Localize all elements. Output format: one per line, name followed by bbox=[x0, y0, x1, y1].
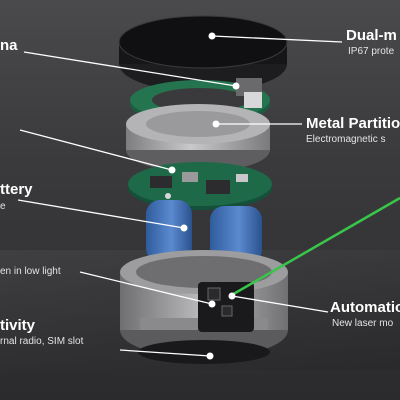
laser-module bbox=[198, 282, 254, 332]
battery-subtitle: e bbox=[0, 201, 6, 212]
laser-beam-icon bbox=[229, 196, 400, 298]
automation-title: Automatio bbox=[330, 299, 400, 316]
callout-dots bbox=[168, 32, 240, 360]
connectivity-title: tivity bbox=[0, 317, 36, 334]
callout-dot-icon bbox=[168, 166, 176, 174]
callout-dot-icon bbox=[180, 224, 188, 232]
battery-title: ttery bbox=[0, 181, 33, 198]
callout-dot-icon bbox=[208, 300, 216, 308]
callout-dot-icon bbox=[228, 292, 236, 300]
callout-dot-icon bbox=[206, 352, 214, 360]
battery-pack bbox=[146, 200, 262, 264]
callout-leader-lines bbox=[17, 35, 343, 357]
callout-dot-icon bbox=[232, 82, 240, 90]
callout-dot-icon bbox=[212, 120, 220, 128]
metal-partition-subtitle: Electromagnetic s bbox=[306, 134, 386, 145]
low-light-subtitle: en in low light bbox=[0, 266, 61, 277]
connectivity-subtitle: rnal radio, SIM slot bbox=[0, 336, 84, 347]
callout-dot-icon bbox=[208, 32, 216, 40]
automation-subtitle: New laser mo bbox=[332, 318, 394, 329]
dual-module-subtitle: IP67 prote bbox=[348, 46, 395, 57]
dual-module-title: Dual-m bbox=[346, 27, 397, 44]
metal-partition bbox=[126, 104, 270, 172]
circuit-board bbox=[128, 162, 272, 210]
metal-partition-title: Metal Partitio bbox=[306, 115, 400, 132]
antenna-title: na bbox=[0, 37, 18, 54]
